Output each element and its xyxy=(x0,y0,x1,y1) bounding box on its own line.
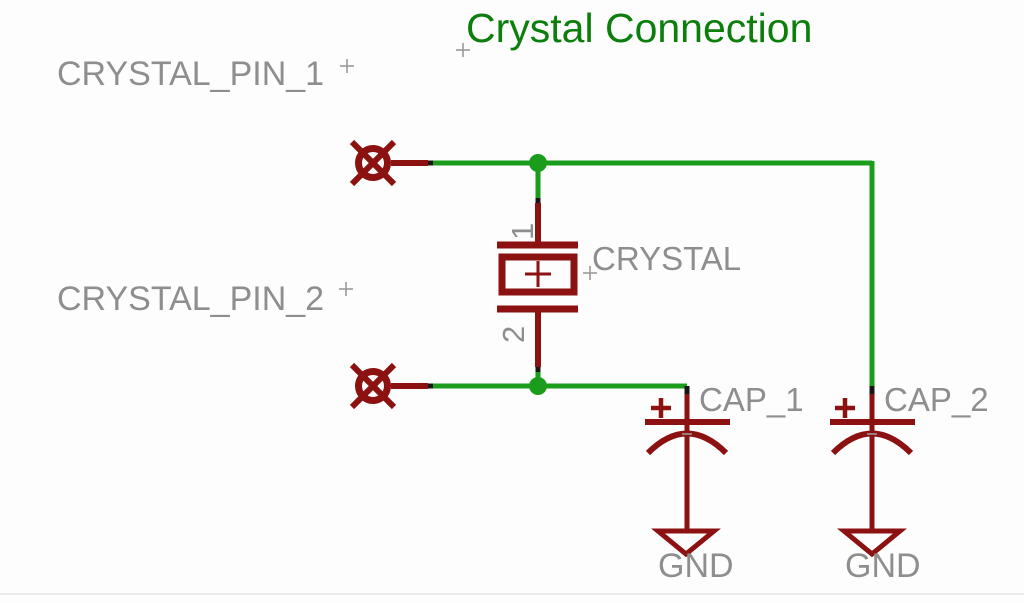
gnd1-label: GND xyxy=(658,547,734,585)
crystal-pin-number-top: 1 xyxy=(505,223,540,240)
pin-x-stroke xyxy=(349,362,397,410)
crystal-name-label: CRYSTAL xyxy=(592,240,742,277)
net-label-crystal-pin-1: CRYSTAL_PIN_1 xyxy=(57,55,325,93)
pin-connector-crystal-pin-1 xyxy=(349,139,428,187)
ground-symbol-1 xyxy=(651,528,721,558)
crystal-body xyxy=(498,253,578,296)
gnd1-triangle-icon xyxy=(651,528,721,558)
gnd2-label: GND xyxy=(845,547,921,585)
pin-x-stroke xyxy=(349,139,397,187)
schematic-title: Crystal Connection xyxy=(466,5,813,51)
anchor-crosses xyxy=(339,43,597,296)
crystal-pin-number-bottom: 2 xyxy=(496,326,531,343)
capacitor-cap1-symbol xyxy=(645,394,730,531)
capacitor-cap2-symbol xyxy=(830,394,915,531)
image-bottom-edge xyxy=(0,593,1024,595)
cap2-name-label: CAP_2 xyxy=(884,381,989,418)
pin-connector-icon xyxy=(355,368,391,404)
cap1-name-label: CAP_1 xyxy=(699,381,804,418)
gnd2-triangle-icon xyxy=(837,528,907,558)
ground-symbol-2 xyxy=(837,528,907,558)
pin-connector-crystal-pin-2 xyxy=(349,362,428,410)
junction-dot xyxy=(529,377,547,395)
junction-dot xyxy=(529,154,547,172)
crystal-symbol: 1 2 xyxy=(496,203,578,367)
net-label-crystal-pin-2: CRYSTAL_PIN_2 xyxy=(57,280,325,318)
pin-connector-icon xyxy=(355,145,391,181)
